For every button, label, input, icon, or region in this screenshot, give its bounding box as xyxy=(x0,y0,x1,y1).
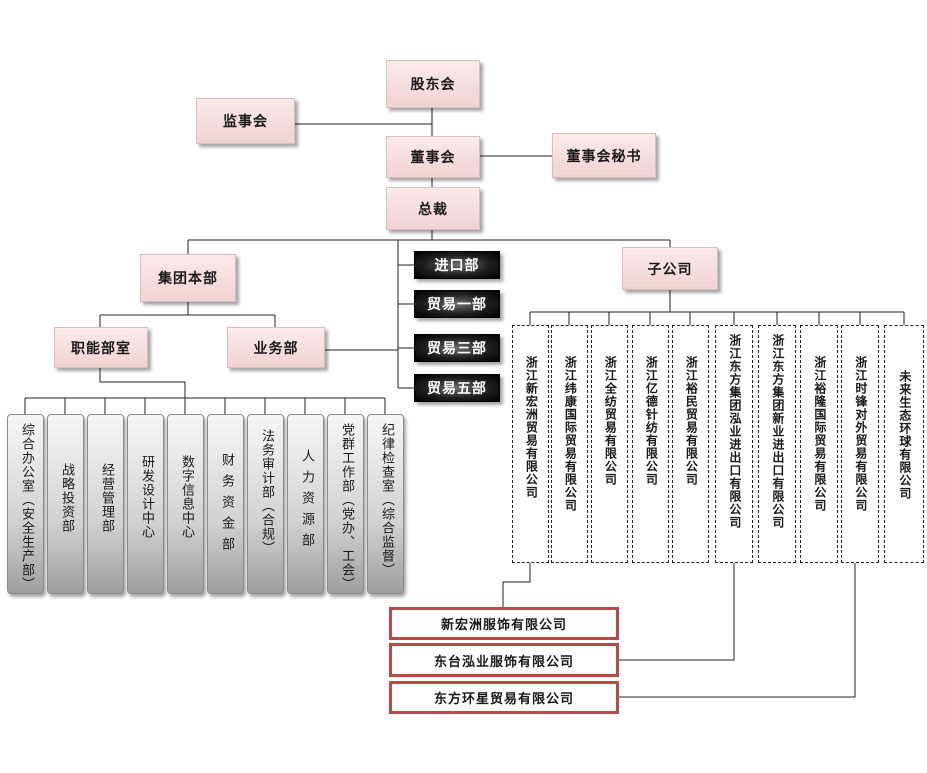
subsidiary-company-box[interactable]: 浙江时锋对外贸易有限公司 xyxy=(841,325,879,563)
second-level-company-box[interactable]: 东台泓业服饰有限公司 xyxy=(389,643,619,677)
subsidiary-company-label: 浙江纬康国际贸易有限公司 xyxy=(563,356,578,512)
department-box[interactable]: 经营管理部 xyxy=(87,414,124,594)
trade-unit-box[interactable]: 贸易一部 xyxy=(414,290,500,318)
subsidiary-company-label: 浙江新宏洲贸易有限公司 xyxy=(524,356,539,499)
trade-unit-box[interactable]: 贸易三部 xyxy=(414,334,500,362)
subsidiary-company-label: 浙江时锋对外贸易有限公司 xyxy=(853,356,868,512)
department-box[interactable]: 纪律检查室（综合监督） xyxy=(367,414,404,594)
connector-functional-down xyxy=(99,368,186,398)
functional-dept-label: 职能部室 xyxy=(71,340,131,357)
president-label: 总裁 xyxy=(418,201,448,218)
trade-unit-label: 贸易五部 xyxy=(427,381,487,397)
subsidiary-company-label: 浙江裕民贸易有限公司 xyxy=(684,356,699,486)
connector-hongye xyxy=(619,563,735,661)
department-box[interactable]: 法务审计部（合规） xyxy=(247,414,284,594)
subsidiary-label: 子公司 xyxy=(647,261,693,278)
subsidiary-company-label: 浙江亿德针纺有限公司 xyxy=(644,356,659,486)
department-box[interactable]: 研发设计中心 xyxy=(127,414,164,594)
second-level-company-label: 东台泓业服饰有限公司 xyxy=(433,654,574,670)
department-label: 研发设计中心 xyxy=(138,455,154,539)
subsidiary-company-label: 浙江东方集团泓业进出口有限公司 xyxy=(727,334,742,529)
department-box[interactable]: 党群工作部（党办、工会） xyxy=(327,414,364,594)
second-level-company-box[interactable]: 新宏洲服饰有限公司 xyxy=(389,607,619,640)
subsidiary-company-label: 浙江东方集团新业进出口有限公司 xyxy=(770,334,785,529)
department-label: 纪律检查室（综合监督） xyxy=(378,423,394,577)
department-label: 战略投资部 xyxy=(58,463,74,533)
subsidiary-company-box[interactable]: 浙江东方集团泓业进出口有限公司 xyxy=(715,325,753,563)
department-label: 数字信息中心 xyxy=(178,455,194,539)
department-label: 人力资源部 xyxy=(298,449,314,554)
board-box[interactable]: 董事会 xyxy=(386,136,480,178)
shareholders-label: 股东会 xyxy=(410,77,456,93)
subsidiary-company-box[interactable]: 未来生态环球有限公司 xyxy=(884,325,924,563)
subsidiary-box[interactable]: 子公司 xyxy=(622,247,718,290)
second-level-company-box[interactable]: 东方环星贸易有限公司 xyxy=(389,681,619,714)
second-level-company-label: 新宏洲服饰有限公司 xyxy=(440,618,567,633)
subsidiary-company-box[interactable]: 浙江裕民贸易有限公司 xyxy=(672,325,709,563)
group-hq-box[interactable]: 集团本部 xyxy=(140,254,236,302)
subsidiary-company-box[interactable]: 浙江亿德针纺有限公司 xyxy=(632,325,669,563)
subsidiary-company-label: 浙江裕隆国际贸易有限公司 xyxy=(812,356,827,512)
connector-huanxing xyxy=(619,563,856,698)
department-box[interactable]: 数字信息中心 xyxy=(167,414,204,594)
connector-xinhongzhou xyxy=(502,563,531,607)
supervisors-label: 监事会 xyxy=(223,114,268,130)
trade-unit-label: 贸易三部 xyxy=(427,341,487,357)
subsidiary-company-label: 浙江全纺贸易有限公司 xyxy=(603,356,618,486)
department-label: 经营管理部 xyxy=(98,463,114,533)
department-label: 法务审计部（合规） xyxy=(258,429,274,555)
president-box[interactable]: 总裁 xyxy=(386,187,480,230)
department-label: 党群工作部（党办、工会） xyxy=(338,423,354,591)
department-label: 财务资金部 xyxy=(218,453,234,558)
department-label: 综合办公室（安全生产部） xyxy=(18,423,34,591)
trade-unit-box[interactable]: 贸易五部 xyxy=(414,374,500,402)
group-hq-label: 集团本部 xyxy=(158,271,218,287)
board-secretary-label: 董事会秘书 xyxy=(566,148,642,165)
trade-unit-label: 贸易一部 xyxy=(427,297,487,313)
trade-unit-box[interactable]: 进口部 xyxy=(414,251,500,279)
subsidiary-company-box[interactable]: 浙江新宏洲贸易有限公司 xyxy=(512,325,549,563)
connector-sub-drops xyxy=(529,312,905,325)
department-box[interactable]: 财务资金部 xyxy=(207,414,244,594)
business-dept-label: 业务部 xyxy=(253,340,299,357)
subsidiary-company-box[interactable]: 浙江裕隆国际贸易有限公司 xyxy=(800,325,838,563)
department-box[interactable]: 综合办公室（安全生产部） xyxy=(7,414,44,594)
business-dept-box[interactable]: 业务部 xyxy=(227,327,325,368)
subsidiary-company-box[interactable]: 浙江纬康国际贸易有限公司 xyxy=(551,325,588,563)
trade-unit-label: 进口部 xyxy=(434,258,480,274)
department-box[interactable]: 战略投资部 xyxy=(47,414,84,594)
board-label: 董事会 xyxy=(410,150,456,166)
subsidiary-company-box[interactable]: 浙江全纺贸易有限公司 xyxy=(591,325,628,563)
department-box[interactable]: 人力资源部 xyxy=(287,414,324,594)
board-secretary-box[interactable]: 董事会秘书 xyxy=(552,133,656,178)
shareholders-box[interactable]: 股东会 xyxy=(386,60,480,108)
supervisors-box[interactable]: 监事会 xyxy=(196,98,295,144)
subsidiary-company-label: 未来生态环球有限公司 xyxy=(897,370,912,500)
connector-dept-drops xyxy=(24,398,386,414)
second-level-company-label: 东方环星贸易有限公司 xyxy=(433,692,574,707)
functional-dept-box[interactable]: 职能部室 xyxy=(54,327,148,368)
subsidiary-company-box[interactable]: 浙江东方集团新业进出口有限公司 xyxy=(758,325,796,563)
